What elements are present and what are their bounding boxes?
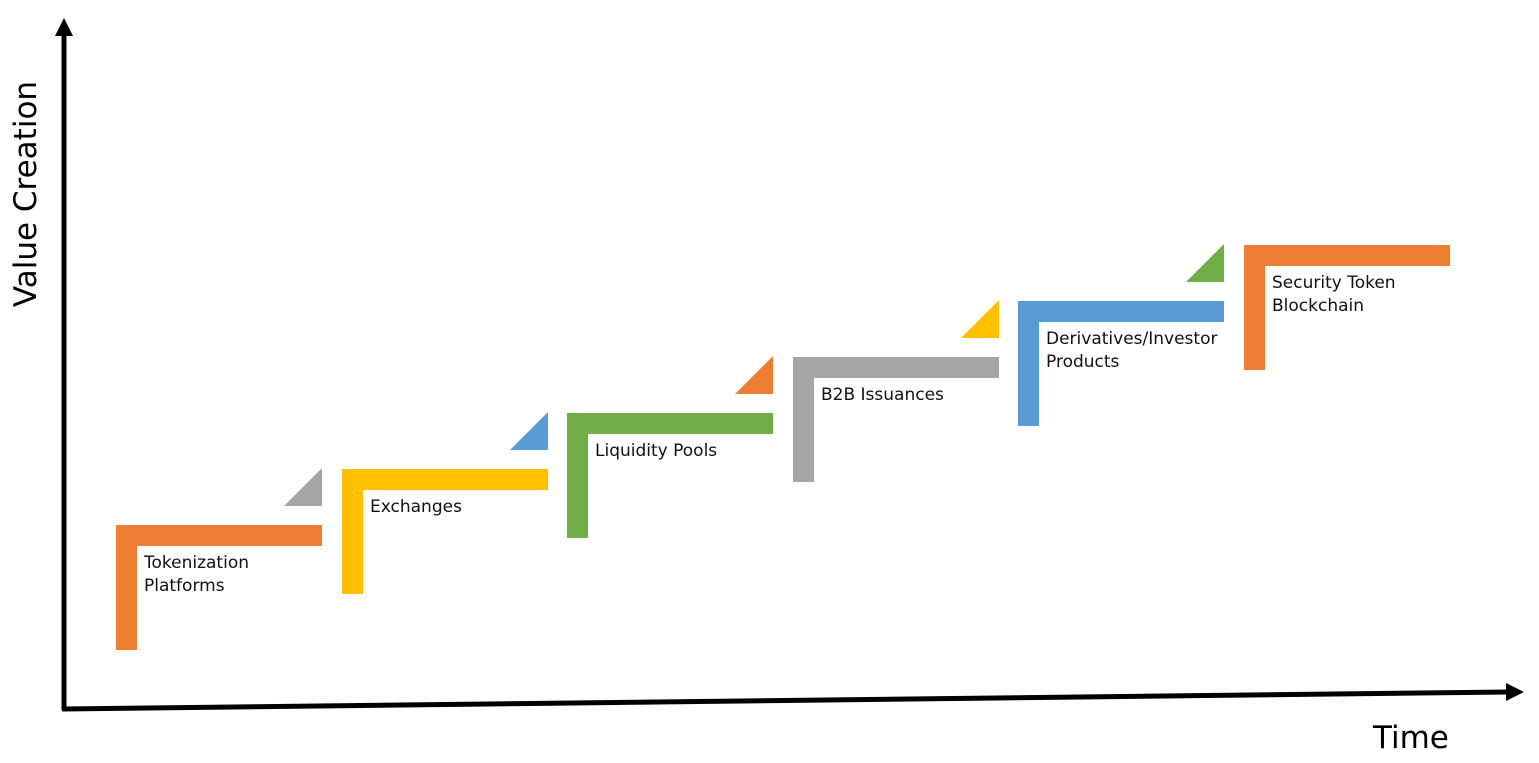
step-3	[567, 356, 773, 538]
x-axis-arrowhead-icon	[1506, 683, 1524, 701]
x-axis-line	[61, 689, 1509, 712]
y-axis-arrowhead-icon	[55, 18, 73, 36]
step-bracket-shape	[342, 469, 548, 594]
step-label: Security Token Blockchain	[1272, 273, 1396, 316]
step-label: Exchanges	[370, 497, 462, 517]
x-axis-label: Time	[1373, 720, 1449, 756]
step-bracket-shape	[793, 357, 999, 482]
step-bracket-shape	[1018, 301, 1224, 426]
step-bracket-shape	[116, 525, 322, 650]
step-1	[116, 468, 322, 650]
step-label: B2B Issuances	[821, 385, 944, 405]
step-bracket-shape	[567, 413, 773, 538]
step-label: Liquidity Pools	[595, 441, 718, 461]
axes	[55, 18, 1524, 712]
step-corner-triangle-icon	[510, 412, 548, 450]
step-corner-triangle-icon	[961, 300, 999, 338]
step-corner-triangle-icon	[735, 356, 773, 394]
step-corner-triangle-icon	[284, 468, 322, 506]
step-corner-triangle-icon	[1186, 244, 1224, 282]
step-label: Tokenization Platforms	[144, 553, 249, 596]
steps-layer	[116, 244, 1450, 650]
step-5	[1018, 244, 1224, 426]
step-bracket-shape	[1244, 245, 1450, 370]
step-label: Derivatives/Investor Products	[1046, 329, 1218, 372]
step-2	[342, 412, 548, 594]
y-axis-label: Value Creation	[8, 80, 44, 308]
step-6	[1244, 245, 1450, 370]
step-4	[793, 300, 999, 482]
